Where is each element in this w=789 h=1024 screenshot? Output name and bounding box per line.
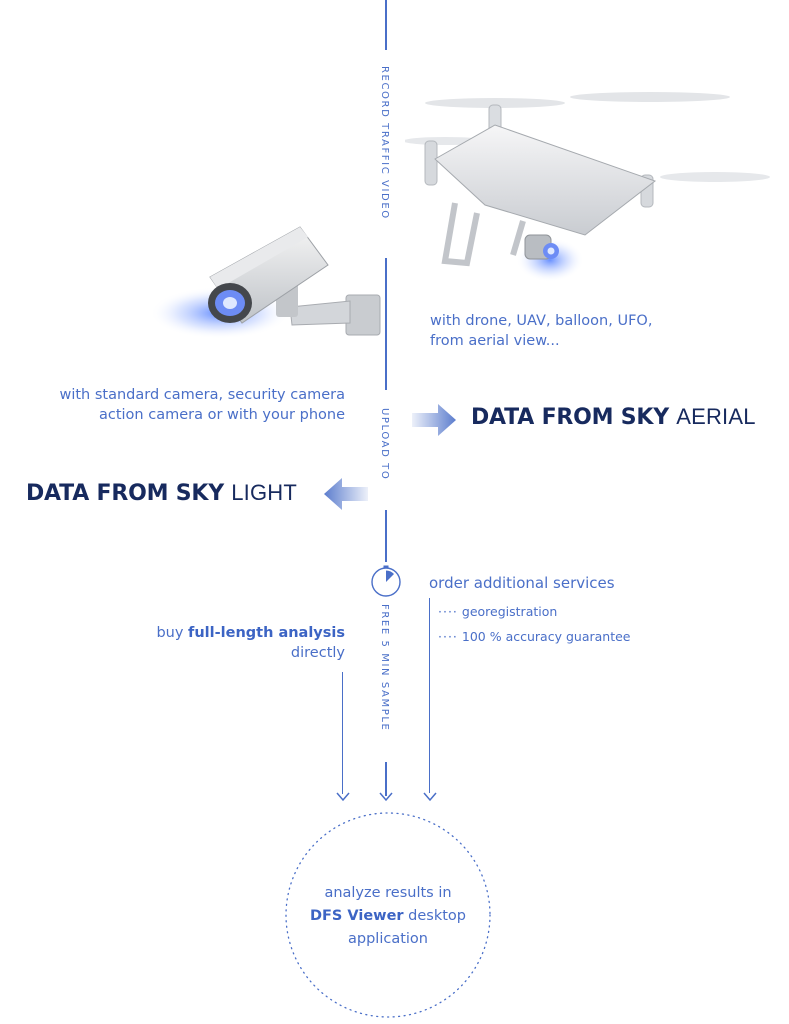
result-circle [285,812,491,1018]
result-line2: DFS Viewer desktop [283,905,493,928]
step-upload-label: UPLOAD TO [379,408,390,481]
result-text: analyze results in DFS Viewer desktop ap… [283,882,493,951]
center-line-mid1 [385,258,387,390]
arrow-down-left-icon [336,792,350,802]
service-item-accuracy: ····100 % accuracy guarantee [438,629,630,644]
drone-illustration [405,92,770,282]
buy-prefix: buy [156,625,189,641]
security-camera-illustration [150,226,381,339]
product-light-strong: DATA FROM SKY [25,481,224,506]
product-light-title: DATA FROM SKY LIGHT [26,480,297,506]
product-aerial-light: AERIAL [676,404,756,429]
service-item-label-1: georegistration [461,604,558,619]
step-sample-label: FREE 5 MIN SAMPLE [379,604,390,732]
drone-description: with drone, UAV, balloon, UFO, from aeri… [430,311,652,351]
result-line3: application [348,931,428,947]
service-item-georegistration: ····georegistration [438,604,557,619]
center-line-top [385,0,387,50]
product-aerial-strong: DATA FROM SKY [471,405,670,430]
product-aerial-title: DATA FROM SKY AERIAL [471,404,756,430]
arrow-down-center-icon [379,792,393,802]
buy-description: buy full-length analysis directly [156,623,345,663]
center-line-bottom [385,762,387,796]
services-title: order additional services [429,574,615,592]
step-record-label: RECORD TRAFFIC VIDEO [379,66,390,220]
result-bold: DFS Viewer [309,908,404,924]
product-light-light: LIGHT [231,480,297,505]
service-dots-1: ···· [438,604,458,619]
center-line-mid2 [385,510,387,562]
buy-description-line1: buy full-length analysis [156,623,345,643]
arrow-down-right-icon [423,792,437,802]
result-line1: analyze results in [324,885,452,901]
camera-description-line1: with standard camera, security camera [59,387,345,403]
drone-description-line2: from aerial view... [430,333,560,349]
camera-description-line2: action camera or with your phone [98,407,345,423]
result-line2-suffix: desktop [403,908,467,924]
drone-description-line1: with drone, UAV, balloon, UFO, [430,313,653,329]
camera-description: with standard camera, security camera ac… [59,385,345,425]
buy-description-line2: directly [290,645,345,661]
buy-bold: full-length analysis [188,625,345,641]
service-dots-2: ···· [438,629,458,644]
service-item-label-2: 100 % accuracy guarantee [461,629,631,644]
services-line [429,598,431,793]
stopwatch-icon [371,565,401,597]
arrow-left-icon [324,478,368,510]
buy-line [342,672,344,794]
arrow-right-icon [412,404,456,436]
